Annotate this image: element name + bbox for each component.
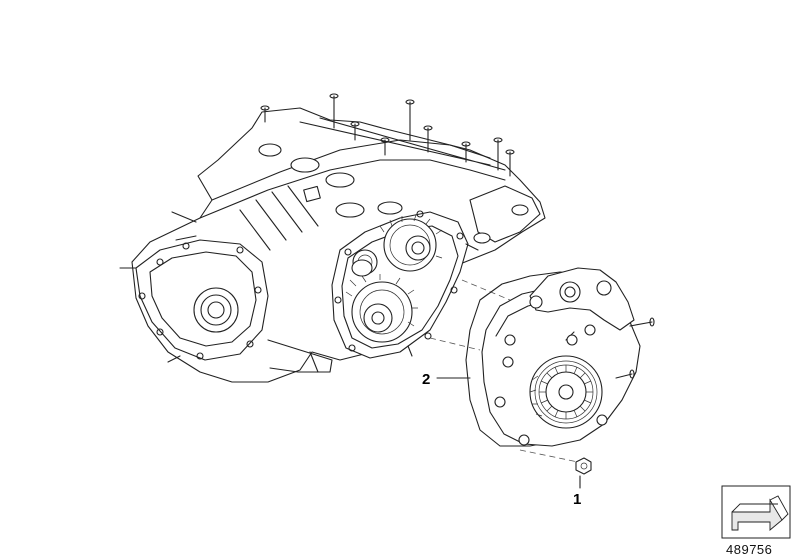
callout-1-label: 1: [573, 491, 581, 508]
callout-2-label: 2: [422, 371, 430, 388]
navigation-arrow-icon[interactable]: [721, 485, 791, 539]
callout-1: 1: [573, 475, 581, 508]
engine-housing-icon: [119, 93, 546, 383]
reference-number: 489756: [726, 542, 773, 557]
alignment-lines: [429, 279, 579, 463]
callout-2: 2: [422, 371, 471, 388]
timing-cover-icon: [465, 267, 655, 447]
hex-nut-icon: [575, 457, 592, 475]
